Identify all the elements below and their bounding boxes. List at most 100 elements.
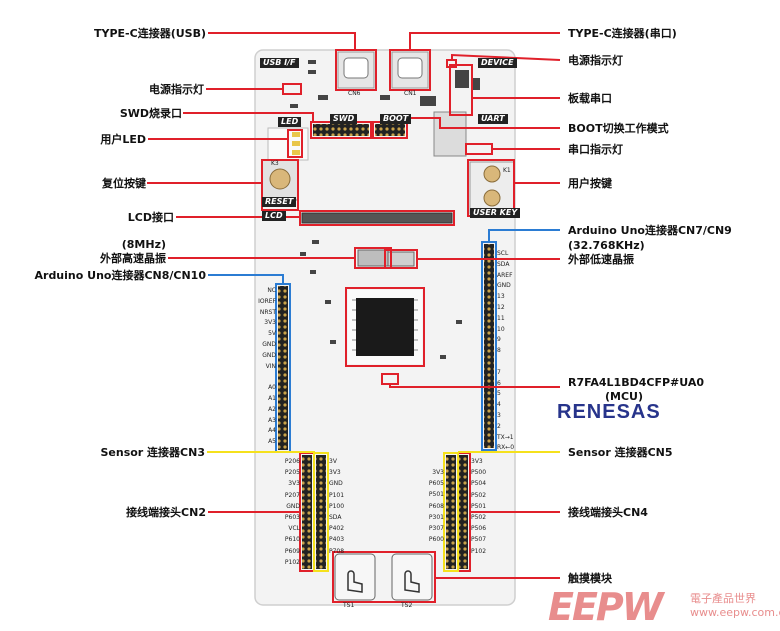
eepw-watermark-url: www.eepw.com.cn (690, 606, 780, 619)
pin-label: VIN (265, 362, 276, 370)
hs-oscillator (357, 249, 389, 267)
pin-label: 3 (497, 412, 501, 419)
pin-label: P501 (471, 502, 487, 510)
pin-label: P307 (428, 525, 444, 532)
pin-label: GND (262, 341, 276, 348)
header-cn3 (316, 455, 326, 569)
swd-tag: SWD (330, 114, 358, 124)
label-power-led-right: 电源指示灯 (568, 54, 623, 67)
label-header-cn2: 接线端接头CN2 (126, 506, 206, 519)
pin-label: 9 (497, 336, 501, 344)
pin-label: P506 (471, 525, 487, 533)
pin-label: RX←0 (497, 444, 515, 452)
label-ls-osc-freq: (32.768KHz) (568, 239, 645, 252)
label-serial-led: 串口指示灯 (568, 143, 623, 156)
uart-tag: UART (478, 114, 508, 124)
pin-label: 12 (497, 304, 505, 311)
pin-label: GND (329, 480, 343, 488)
pin-label: AREF (497, 271, 513, 279)
eepw-watermark: EEPW (548, 585, 664, 629)
label-mcu: R7FA4L1BD4CFP#UA0 (568, 376, 705, 389)
arduino-header-right (484, 244, 494, 448)
pin-label: A1 (268, 395, 276, 402)
pin-label: A2 (268, 405, 276, 413)
pin-label: NC (267, 287, 276, 294)
pin-label: P205 (284, 469, 300, 477)
label-board-serial: 板载串口 (568, 92, 612, 105)
label-mcu-sub: (MCU) (605, 390, 644, 403)
renesas-text: RENESAS (557, 401, 661, 422)
pin-label: P600 (428, 536, 444, 544)
pin-label: NRST (259, 308, 276, 316)
pin-label: 4 (497, 401, 501, 409)
label-ls-osc: 外部低速晶振 (568, 253, 634, 266)
pin-label: P507 (471, 536, 487, 544)
pin-label: SDA (497, 260, 510, 268)
pin-label: 7 (497, 368, 501, 376)
renesas-logo: RENESAS (557, 400, 692, 422)
pin-label: P609 (284, 547, 300, 555)
swd-header (313, 124, 369, 136)
pin-label: P403 (329, 536, 345, 544)
pin-label: P502 (471, 491, 487, 499)
pin-label: IOREF (258, 297, 276, 305)
boot-header (375, 124, 405, 136)
label-sensor-cn5: Sensor 连接器CN5 (568, 446, 673, 459)
pin-label: P102 (471, 547, 487, 555)
pin-label: P603 (284, 514, 300, 521)
lcd-tag: LCD (262, 211, 286, 221)
pin-label: 3V3 (471, 458, 483, 465)
pin-label: 10 (497, 325, 505, 333)
pin-label: SDA (329, 514, 342, 521)
pin-label: P100 (329, 502, 345, 510)
pin-label: 6 (497, 379, 501, 387)
header-cn4 (446, 455, 456, 569)
pin-label: 5 (497, 390, 501, 398)
pin-label: A3 (268, 416, 276, 424)
pin-label: TX→1 (497, 433, 514, 441)
pin-label: P402 (329, 525, 345, 533)
pin-label: A0 (268, 384, 276, 392)
label-lcd: LCD接口 (127, 211, 174, 224)
label-power-led-left: 电源指示灯 (149, 83, 204, 96)
lcd-connector (301, 212, 453, 224)
label-reset: 复位按键 (102, 177, 146, 190)
pin-label: P207 (284, 491, 300, 499)
pin-label: 2 (497, 422, 501, 430)
label-usb-typec: TYPE-C连接器(USB) (94, 27, 206, 40)
usb-if-tag: USB I/F (260, 58, 299, 68)
pin-label: 3V3 (329, 469, 341, 477)
pin-label: P501 (428, 491, 444, 499)
pin-label: P605 (428, 480, 444, 488)
k3-label: K3 (271, 160, 279, 167)
pin-label: VCL (288, 525, 300, 533)
label-arduino-right: Arduino Uno连接器CN7/CN9 (568, 224, 732, 237)
device-tag: DEVICE (478, 58, 517, 68)
pin-label: 3V3 (264, 319, 276, 327)
k1-label: K1 (503, 167, 511, 174)
pin-label: A4 (268, 427, 276, 435)
pin-label: 3V3 (432, 469, 444, 476)
pin-label: P102 (284, 558, 300, 566)
touch-pad-ts1 (334, 553, 376, 601)
label-serial-typec: TYPE-C连接器(串口) (568, 27, 677, 40)
label-touch: 触摸模块 (568, 572, 612, 585)
ts2-label: TS2 (401, 602, 413, 609)
pin-label: P504 (471, 480, 487, 488)
pin-label: P206 (284, 458, 300, 465)
label-swd: SWD烧录口 (119, 107, 182, 120)
header-cn2 (302, 455, 312, 569)
label-hs-osc: 外部高速晶振 (100, 252, 166, 265)
ls-oscillator (387, 251, 415, 267)
touch-pad-ts2 (391, 553, 433, 601)
pin-label: P708 (329, 547, 345, 555)
pin-label: 5V (268, 330, 276, 338)
label-hs-osc-freq: (8MHz) (121, 238, 166, 251)
pin-label: 3V (329, 458, 337, 465)
pin-label: P502 (471, 514, 487, 521)
header-cn5 (458, 455, 468, 569)
user-key-tag: USER KEY (470, 208, 521, 218)
boot-tag: BOOT (380, 114, 412, 124)
